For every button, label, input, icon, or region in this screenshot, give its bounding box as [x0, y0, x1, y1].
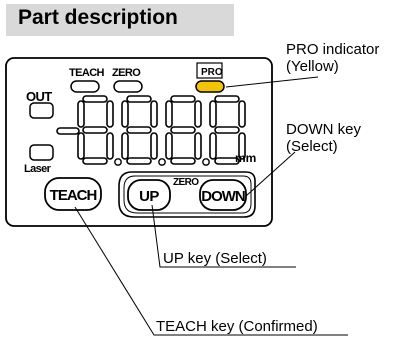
- teach-indicator-led: [70, 80, 100, 93]
- laser-label: Laser: [24, 163, 52, 175]
- up-key-label: UP: [139, 188, 159, 205]
- pro-label-box: [196, 62, 223, 79]
- down-key-callout-line1: DOWN key: [286, 121, 361, 138]
- teach-key-callout: TEACH key (Confirmed): [156, 318, 318, 335]
- teach-indicator-label: TEACH: [69, 67, 105, 79]
- pro-indicator-callout-line2: (Yellow): [286, 58, 339, 75]
- pro-indicator-label: PRO: [201, 67, 223, 78]
- up-key-callout: UP key (Select): [163, 250, 267, 267]
- zero-indicator-led: [113, 80, 143, 93]
- pro-indicator-callout: PRO indicator (Yellow): [286, 41, 379, 75]
- down-key-callout: DOWN key (Select): [286, 121, 361, 155]
- teach-key-label: TEACH: [50, 187, 97, 204]
- pro-indicator-callout-line1: PRO indicator: [286, 41, 380, 58]
- teach-key-leader: [74, 206, 348, 336]
- up-down-key-group-inner: [123, 175, 252, 214]
- unit-label: mm: [235, 151, 256, 165]
- laser-indicator-led: [29, 144, 54, 161]
- down-key[interactable]: [199, 179, 247, 211]
- heading-band: [6, 4, 234, 36]
- pro-indicator-led: [195, 80, 225, 93]
- up-key[interactable]: [127, 179, 171, 211]
- pro-indicator-leader: [225, 76, 319, 88]
- out-indicator-led: [29, 102, 54, 119]
- decimal-point-1: [114, 158, 122, 166]
- minus-segment: [56, 127, 80, 135]
- down-key-callout-line2: (Select): [286, 138, 338, 155]
- teach-key[interactable]: [44, 177, 102, 211]
- decimal-point-2: [158, 158, 166, 166]
- decimal-point-3: [202, 158, 210, 166]
- out-label: OUT: [26, 89, 52, 104]
- down-key-label: DOWN: [201, 188, 245, 205]
- page-title: Part description: [18, 6, 178, 29]
- zero-indicator-label: ZERO: [112, 67, 141, 79]
- down-key-leader: [245, 151, 296, 197]
- up-key-leader: [151, 204, 296, 268]
- zero-key-legend: ZERO: [173, 177, 199, 188]
